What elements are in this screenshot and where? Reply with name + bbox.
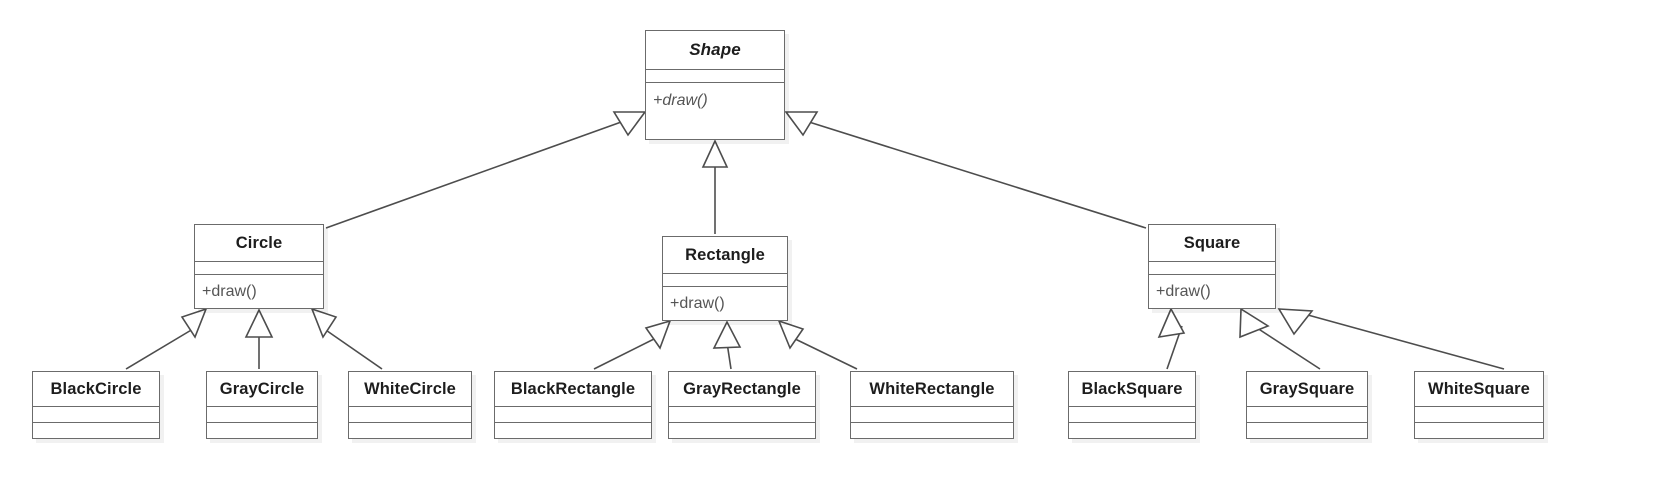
class-operations-whitecircle bbox=[349, 422, 471, 438]
class-box-whitesquare[interactable]: WhiteSquare bbox=[1414, 371, 1544, 439]
class-attributes-circle bbox=[195, 261, 323, 274]
class-name-blackrectangle: BlackRectangle bbox=[510, 379, 636, 398]
class-operations-whitesquare bbox=[1415, 422, 1543, 438]
class-box-square[interactable]: Square +draw() bbox=[1148, 224, 1276, 309]
arrowhead-blackrectangle-to-rectangle bbox=[644, 319, 672, 350]
class-name-square: Square bbox=[1183, 233, 1241, 252]
class-box-shape[interactable]: Shape +draw() bbox=[645, 30, 785, 140]
arrowhead-graysquare-to-square bbox=[1239, 307, 1270, 339]
class-attributes-graysquare bbox=[1247, 406, 1367, 422]
class-attributes-blackrectangle bbox=[495, 406, 651, 422]
class-operations-graycircle bbox=[207, 422, 317, 438]
class-name-rectangle: Rectangle bbox=[685, 245, 765, 264]
class-box-graycircle[interactable]: GrayCircle bbox=[206, 371, 318, 439]
class-name-circle: Circle bbox=[235, 233, 283, 252]
arrowhead-whiterectangle-to-rectangle bbox=[777, 319, 805, 350]
class-name-shape: Shape bbox=[689, 40, 741, 59]
class-attributes-whiterectangle bbox=[851, 406, 1013, 422]
class-operations-blacksquare bbox=[1069, 422, 1195, 438]
class-name-grayrectangle: GrayRectangle bbox=[683, 379, 801, 398]
arrowhead-blacksquare-to-square bbox=[1157, 307, 1186, 339]
edge-whitecircle-to-circle bbox=[319, 325, 383, 370]
arrowhead-blackcircle-to-circle bbox=[180, 307, 208, 339]
class-box-whiterectangle[interactable]: WhiteRectangle bbox=[850, 371, 1014, 439]
class-name-whitecircle: WhiteCircle bbox=[364, 379, 456, 398]
arrowhead-whitesquare-to-square bbox=[1277, 308, 1314, 336]
class-name-blackcircle: BlackCircle bbox=[50, 379, 142, 398]
class-attributes-graycircle bbox=[207, 406, 317, 422]
class-name-whitesquare: WhiteSquare bbox=[1428, 379, 1530, 398]
class-box-blacksquare[interactable]: BlackSquare bbox=[1068, 371, 1196, 439]
class-attributes-whitecircle bbox=[349, 406, 471, 422]
edge-blacksquare-to-square bbox=[1166, 325, 1183, 370]
class-operations-graysquare bbox=[1247, 422, 1367, 438]
class-box-graysquare[interactable]: GraySquare bbox=[1246, 371, 1368, 439]
class-box-grayrectangle[interactable]: GrayRectangle bbox=[668, 371, 816, 439]
edge-blackrectangle-to-rectangle bbox=[593, 335, 661, 370]
edge-circle-to-shape bbox=[325, 120, 625, 229]
class-attributes-grayrectangle bbox=[669, 406, 815, 422]
class-operations-blackcircle bbox=[33, 422, 159, 438]
class-operations-blackrectangle bbox=[495, 422, 651, 438]
edge-square-to-shape bbox=[808, 121, 1147, 229]
class-operation-square-draw: +draw() bbox=[1149, 274, 1275, 308]
class-name-whiterectangle: WhiteRectangle bbox=[869, 379, 995, 398]
arrowhead-grayrectangle-to-rectangle bbox=[712, 320, 742, 349]
arrowhead-graycircle-to-circle bbox=[244, 308, 274, 338]
class-box-rectangle[interactable]: Rectangle +draw() bbox=[662, 236, 788, 321]
class-tail-shape bbox=[646, 118, 784, 136]
class-box-blackcircle[interactable]: BlackCircle bbox=[32, 371, 160, 439]
arrowhead-square-to-shape bbox=[784, 111, 819, 137]
edge-grayrectangle-to-rectangle bbox=[725, 335, 732, 370]
class-operation-shape-draw: +draw() bbox=[646, 82, 784, 118]
edge-whiterectangle-to-rectangle bbox=[788, 335, 858, 370]
class-name-blacksquare: BlackSquare bbox=[1081, 379, 1183, 398]
class-attributes-whitesquare bbox=[1415, 406, 1543, 422]
edge-whitesquare-to-square bbox=[1296, 311, 1505, 370]
edge-graysquare-to-square bbox=[1253, 325, 1321, 370]
class-operation-circle-draw: +draw() bbox=[195, 274, 323, 308]
class-operations-whiterectangle bbox=[851, 422, 1013, 438]
class-name-graysquare: GraySquare bbox=[1259, 379, 1355, 398]
class-box-circle[interactable]: Circle +draw() bbox=[194, 224, 324, 309]
class-attributes-blackcircle bbox=[33, 406, 159, 422]
class-operations-grayrectangle bbox=[669, 422, 815, 438]
class-attributes-rectangle bbox=[663, 273, 787, 286]
class-box-blackrectangle[interactable]: BlackRectangle bbox=[494, 371, 652, 439]
class-attributes-square bbox=[1149, 261, 1275, 274]
edge-blackcircle-to-circle bbox=[125, 325, 199, 370]
class-name-graycircle: GrayCircle bbox=[219, 379, 305, 398]
class-attributes-shape bbox=[646, 69, 784, 82]
arrowhead-circle-to-shape bbox=[612, 111, 647, 137]
class-attributes-blacksquare bbox=[1069, 406, 1195, 422]
class-box-whitecircle[interactable]: WhiteCircle bbox=[348, 371, 472, 439]
arrowhead-whitecircle-to-circle bbox=[310, 307, 338, 339]
class-operation-rectangle-draw: +draw() bbox=[663, 286, 787, 320]
arrowhead-rectangle-to-shape bbox=[701, 139, 729, 168]
